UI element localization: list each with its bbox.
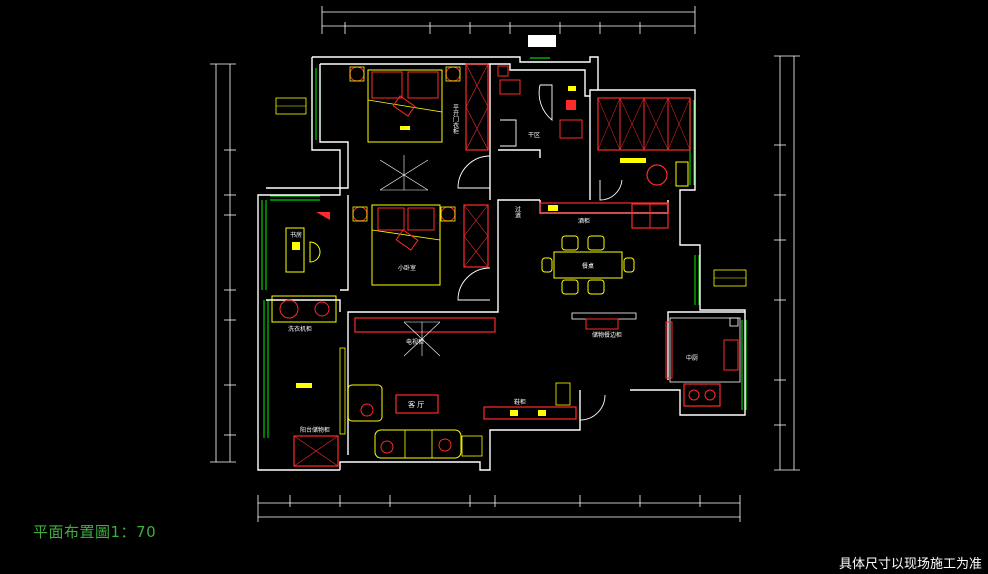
room-label-shoe-cabinet: 鞋柜 (514, 398, 526, 406)
doors (457, 84, 623, 421)
master-bedroom: 平开门衣柜 (349, 63, 489, 191)
bathroom-storage (597, 97, 691, 187)
room-label-corridor: 过道 (514, 205, 521, 219)
balcony-cabinet: 阳台储物柜 (293, 426, 339, 467)
small-bedroom: 小卧室 (352, 204, 489, 286)
room-label-kitchen: 中厨 (686, 354, 698, 362)
dimension-lines (210, 6, 800, 522)
room-label-dining: 餐桌 (582, 262, 594, 270)
shoe-cabinet: 鞋柜 (483, 382, 577, 420)
dining: 餐桌 储物餐边柜 (541, 235, 637, 339)
drawing-title: 平面布置圖1：70 (33, 523, 157, 541)
room-label-wardrobe: 平开门衣柜 (452, 104, 459, 135)
room-label-balcony-cabinet: 阳台储物柜 (300, 426, 330, 434)
walls (257, 56, 746, 471)
room-label-tv-cabinet: 电视柜 (406, 338, 424, 346)
room-label-small-bedroom: 小卧室 (398, 264, 416, 272)
living-room: 电视柜 客 厅 (339, 317, 496, 459)
windows (261, 57, 747, 438)
room-label-wine-cabinet: 酒柜 (578, 217, 590, 225)
corridor-wine: 过道 酒柜 (514, 202, 669, 229)
study: 书房 (275, 97, 330, 273)
room-label-laundry: 洗衣机柜 (288, 325, 312, 333)
laundry: 洗衣机柜 (271, 295, 337, 388)
construction-note: 具体尺寸以现场施工为准 (838, 557, 982, 572)
room-label-living-room: 客 厅 (408, 400, 424, 409)
room-label-dry-area: 干区 (528, 132, 540, 139)
room-label-sideboard: 储物餐边柜 (592, 331, 622, 339)
room-label-study: 书房 (290, 231, 302, 239)
dry-area: 干区 (497, 35, 583, 139)
kitchen: 中厨 (665, 269, 747, 407)
